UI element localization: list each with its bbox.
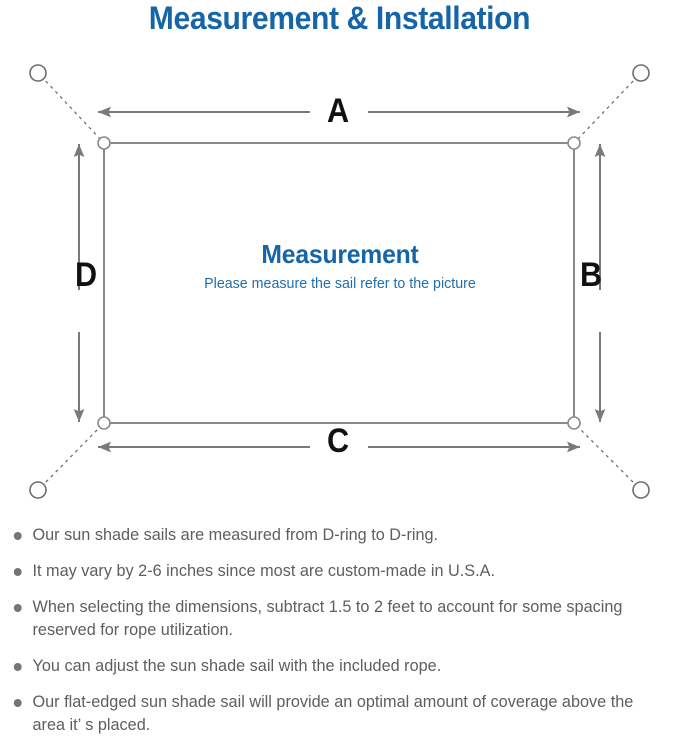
anchor-point-circle-top-right [632,64,650,82]
sail-measurement-diagram [0,40,679,510]
rope-dashed-line-bottom-left [40,424,103,488]
anchor-point-circle-bottom-left [29,481,47,499]
list-item: You can adjust the sun shade sail with t… [0,655,669,678]
d-ring-bottom-left [97,416,111,430]
dimension-label-b: B [579,256,603,294]
anchor-point-circle-top-left [29,64,47,82]
list-item: Our flat-edged sun shade sail will provi… [0,691,669,737]
center-heading: Measurement [261,239,419,269]
bullet-icon [13,699,22,707]
note-text: When selecting the dimensions, subtract … [32,598,623,639]
d-ring-top-left [97,136,111,150]
list-item: Our sun shade sails are measured from D-… [0,524,669,547]
sail-center-caption: Measurement Please measure the sail refe… [120,238,560,296]
anchor-point-circle-bottom-right [632,481,650,499]
page-title: Measurement & Installation [148,0,531,36]
rope-dashed-line-bottom-right [575,424,639,488]
d-ring-top-right [567,136,581,150]
bullet-icon [13,532,22,540]
note-text: You can adjust the sun shade sail with t… [32,657,442,675]
sail-rectangle [103,142,575,424]
dimension-label-a: A [326,92,350,130]
list-item: When selecting the dimensions, subtract … [0,596,669,642]
d-ring-bottom-right [567,416,581,430]
list-item: It may vary by 2-6 inches since most are… [0,560,669,583]
rope-dashed-line-top-left [40,75,103,142]
note-text: Our flat-edged sun shade sail will provi… [32,693,634,734]
note-text: Our sun shade sails are measured from D-… [32,526,439,544]
dimension-label-d: D [74,256,98,294]
notes-list: Our sun shade sails are measured from D-… [0,524,679,750]
bullet-icon [13,604,22,612]
note-text: It may vary by 2-6 inches since most are… [32,562,495,580]
dimension-label-c: C [326,422,350,460]
bullet-icon [13,568,22,576]
bullet-icon [13,663,22,671]
rope-dashed-line-top-right [575,75,639,142]
center-subheading: Please measure the sail refer to the pic… [204,275,476,292]
